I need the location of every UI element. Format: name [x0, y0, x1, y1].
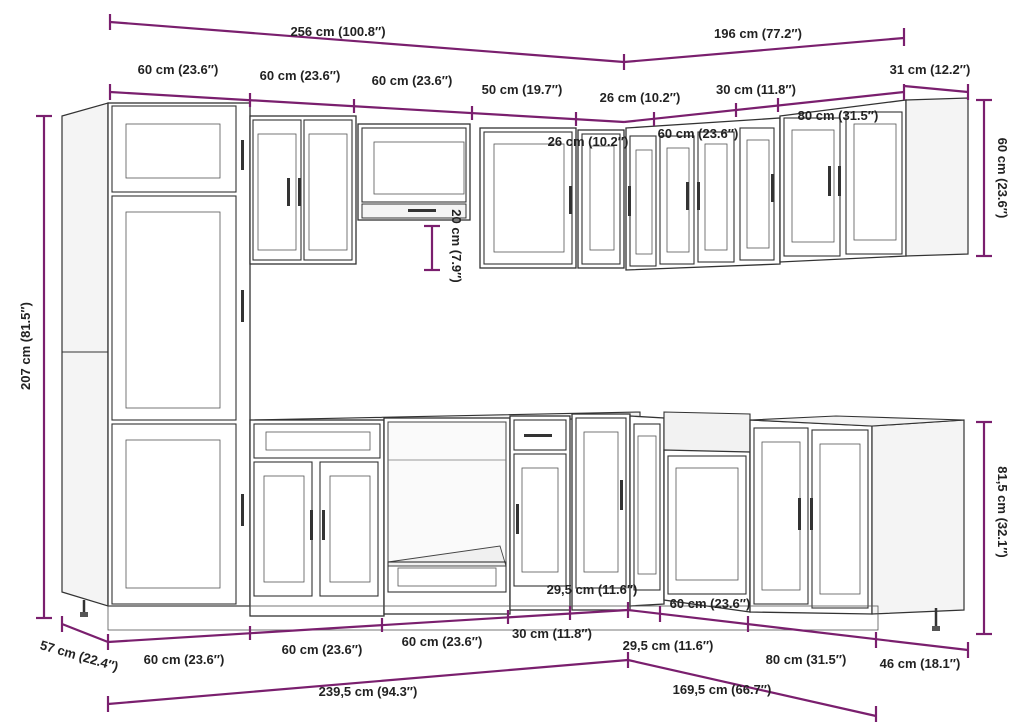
wall-cabinets-left: [249, 115, 625, 269]
handle: [241, 290, 244, 322]
dim-wall-depth: 31 cm (12.2″): [890, 62, 971, 77]
dim-hood-gap: 20 cm (7.9″): [449, 209, 464, 282]
dim-top-left-total: 256 cm (100.8″): [290, 24, 385, 39]
dim-wall-w3: 60 cm (23.6″): [372, 73, 453, 88]
dim-wall-r80: 80 cm (31.5″): [798, 108, 879, 123]
dim-base-w3: 60 cm (23.6″): [402, 634, 483, 649]
dim-bottom-right-total: 169,5 cm (66.7″): [673, 682, 772, 697]
dim-wall-r30: 30 cm (11.8″): [716, 82, 796, 97]
dim-base-height: 81,5 cm (32.1″): [995, 466, 1010, 558]
dim-wall-w1: 60 cm (23.6″): [138, 62, 219, 77]
dim-wall-corner-outer: 26 cm (10.2″): [600, 90, 681, 105]
dim-base-w1: 60 cm (23.6″): [144, 652, 225, 667]
dim-wall-w2: 60 cm (23.6″): [260, 68, 341, 83]
dim-wall-corner-inner: 26 cm (10.2″): [548, 134, 629, 149]
dim-wall-r60: 60 cm (23.6″): [658, 126, 739, 141]
base-cabinets: [107, 411, 965, 631]
dimension-labels: 256 cm (100.8″) 196 cm (77.2″) 60 cm (23…: [18, 24, 1010, 699]
dim-bottom-left-total: 239,5 cm (94.3″): [319, 684, 418, 699]
dim-wall-height: 60 cm (23.6″): [995, 138, 1010, 219]
dim-base-w2: 60 cm (23.6″): [282, 642, 363, 657]
dim-base-corner-b: 29,5 cm (11.6″): [623, 638, 714, 653]
dim-base-r80: 80 cm (31.5″): [766, 652, 847, 667]
dim-base-r60: 60 cm (23.6″): [670, 596, 751, 611]
wall-cabinets-right: [625, 97, 969, 271]
dim-base-w4: 30 cm (11.8″): [512, 626, 592, 641]
dim-total-height: 207 cm (81.5″): [18, 302, 33, 390]
dim-base-depth-right: 46 cm (18.1″): [880, 656, 961, 671]
handle: [241, 140, 244, 170]
dimension-lines: [36, 14, 992, 722]
tall-cabinet: [61, 102, 251, 617]
dim-base-corner-a: 29,5 cm (11.6″): [547, 582, 638, 597]
dim-wall-w4: 50 cm (19.7″): [482, 82, 563, 97]
handle: [241, 494, 244, 526]
dim-top-right-total: 196 cm (77.2″): [714, 26, 802, 41]
